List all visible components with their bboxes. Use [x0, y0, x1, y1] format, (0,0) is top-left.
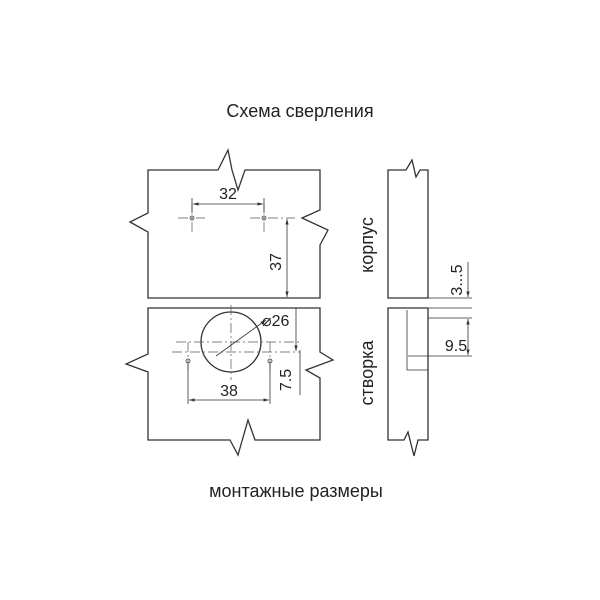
dimension-9-5: 9.5: [408, 317, 472, 357]
dimension-37: 37: [268, 219, 289, 297]
diagram-footer: монтажные размеры: [209, 481, 383, 501]
dimension-38: 38: [187, 364, 271, 404]
dimension-3-5-label: 3...5: [449, 264, 466, 295]
cabinet-holes: [178, 204, 295, 232]
dimension-7-5-label: 7.5: [278, 369, 295, 391]
label-korpus: корпус: [357, 217, 377, 273]
side-cabinet-outline: [387, 158, 429, 299]
side-cup-section: [406, 310, 428, 371]
diagram-title: Схема сверления: [226, 101, 373, 121]
label-stvorka: створка: [357, 340, 377, 406]
dimension-7-5: 7.5: [278, 308, 301, 395]
side-door-outline: [387, 307, 429, 457]
door-panel-outline: [124, 307, 335, 457]
cabinet-panel-outline: [128, 148, 329, 299]
dimension-37-label: 37: [268, 253, 285, 271]
dimension-26: ⌀26: [215, 313, 290, 357]
dimension-32-label: 32: [219, 186, 237, 203]
dimension-26-label: ⌀26: [262, 313, 290, 330]
dimension-3-5: 3...5: [428, 262, 472, 309]
dimension-38-label: 38: [220, 383, 238, 400]
dimension-9-5-label: 9.5: [445, 338, 467, 355]
dimension-32: 32: [191, 186, 265, 212]
